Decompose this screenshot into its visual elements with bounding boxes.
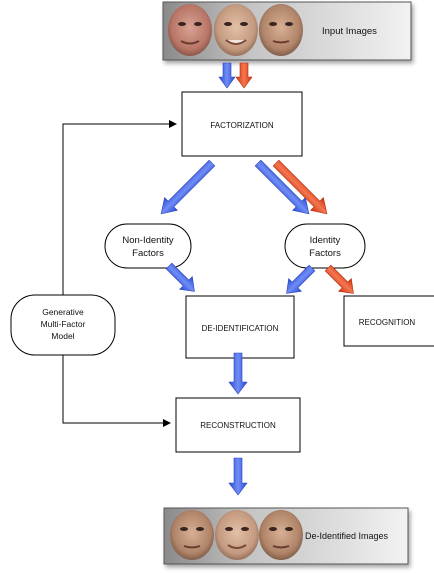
factorization-box bbox=[181, 91, 303, 157]
input-face-1 bbox=[168, 4, 212, 56]
deid-to-reconstruction-arrow bbox=[228, 352, 248, 395]
output-face-2 bbox=[215, 510, 259, 560]
recognition-label: RECOGNITION bbox=[359, 318, 416, 327]
input-red-arrow bbox=[235, 62, 253, 89]
input-images-label: Input Images bbox=[322, 26, 377, 37]
generative-label-line3: Model bbox=[51, 331, 74, 341]
identity-factors-node bbox=[284, 223, 366, 269]
generative-to-reconstruction-connector bbox=[62, 355, 171, 427]
non-identity-label-line1: Non-Identity bbox=[122, 235, 173, 246]
non-identity-factors-node bbox=[104, 223, 192, 269]
factorization-to-identity-red-arrow bbox=[272, 159, 328, 215]
identity-label-line1: Identity bbox=[310, 235, 341, 246]
input-blue-arrow bbox=[218, 62, 236, 89]
generative-label-line1: Generative bbox=[42, 307, 84, 317]
factorization-to-nonidentity-arrow bbox=[160, 159, 216, 215]
identity-to-recognition-arrow bbox=[324, 264, 354, 294]
output-images-label: De-Identified Images bbox=[305, 531, 389, 541]
recognition-box bbox=[343, 295, 434, 347]
output-face-3 bbox=[259, 510, 303, 560]
factorization-label: FACTORIZATION bbox=[210, 121, 273, 130]
identity-label-line2: Factors bbox=[309, 248, 341, 259]
input-face-2 bbox=[214, 4, 258, 56]
reconstruction-box bbox=[175, 397, 301, 453]
input-face-3 bbox=[259, 4, 303, 56]
non-identity-label-line2: Factors bbox=[132, 248, 164, 259]
identity-to-deid-arrow bbox=[286, 264, 316, 294]
reconstruction-label: RECONSTRUCTION bbox=[200, 421, 276, 430]
deidentification-label: DE-IDENTIFICATION bbox=[202, 324, 279, 333]
factorization-to-identity-blue-arrow bbox=[254, 159, 310, 215]
generative-label-line2: Multi-Factor bbox=[41, 319, 86, 329]
output-face-1 bbox=[170, 510, 214, 560]
reconstruction-to-output-arrow bbox=[228, 457, 248, 496]
generative-to-factorization-connector bbox=[62, 120, 177, 295]
nonidentity-to-deid-arrow bbox=[165, 262, 195, 292]
